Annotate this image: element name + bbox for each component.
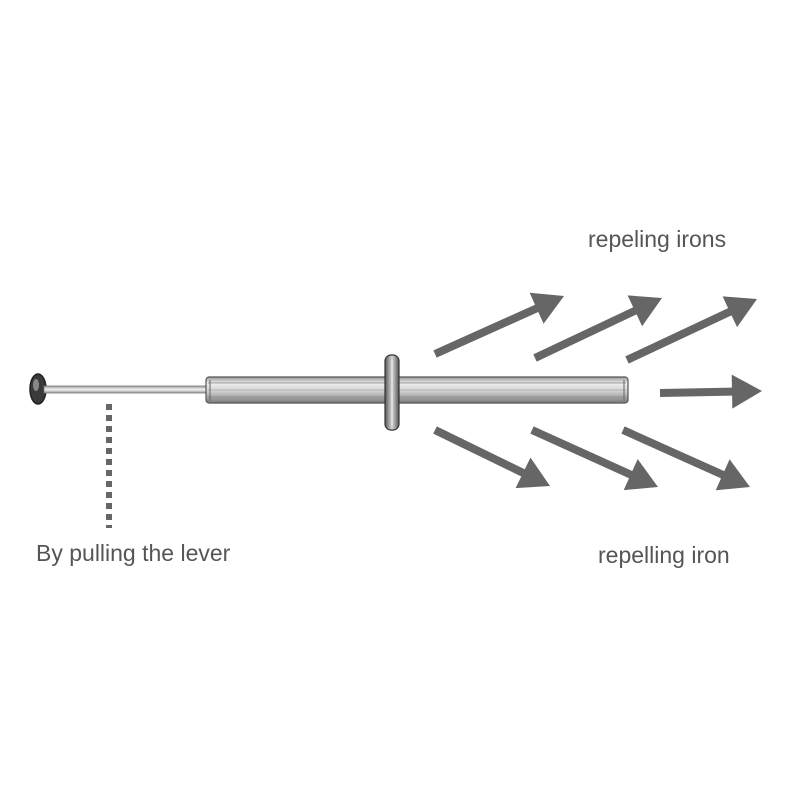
repelling-arrows (433, 292, 762, 491)
arrow-lower-2 (530, 426, 658, 491)
tool-barrel (205, 376, 629, 404)
lever-rod (43, 385, 209, 394)
arrow-upper-1 (433, 292, 564, 358)
arrow-lower-3 (621, 426, 750, 491)
label-pulling-lever: By pulling the lever (36, 540, 231, 566)
arrow-lower-1 (433, 426, 550, 489)
label-repeling-irons: repeling irons (588, 226, 727, 252)
label-repelling-iron: repelling iron (598, 542, 730, 568)
arrow-upper-2 (533, 295, 662, 362)
arrow-upper-3 (625, 296, 757, 364)
collar-flange (384, 354, 400, 431)
arrow-middle (659, 374, 762, 409)
